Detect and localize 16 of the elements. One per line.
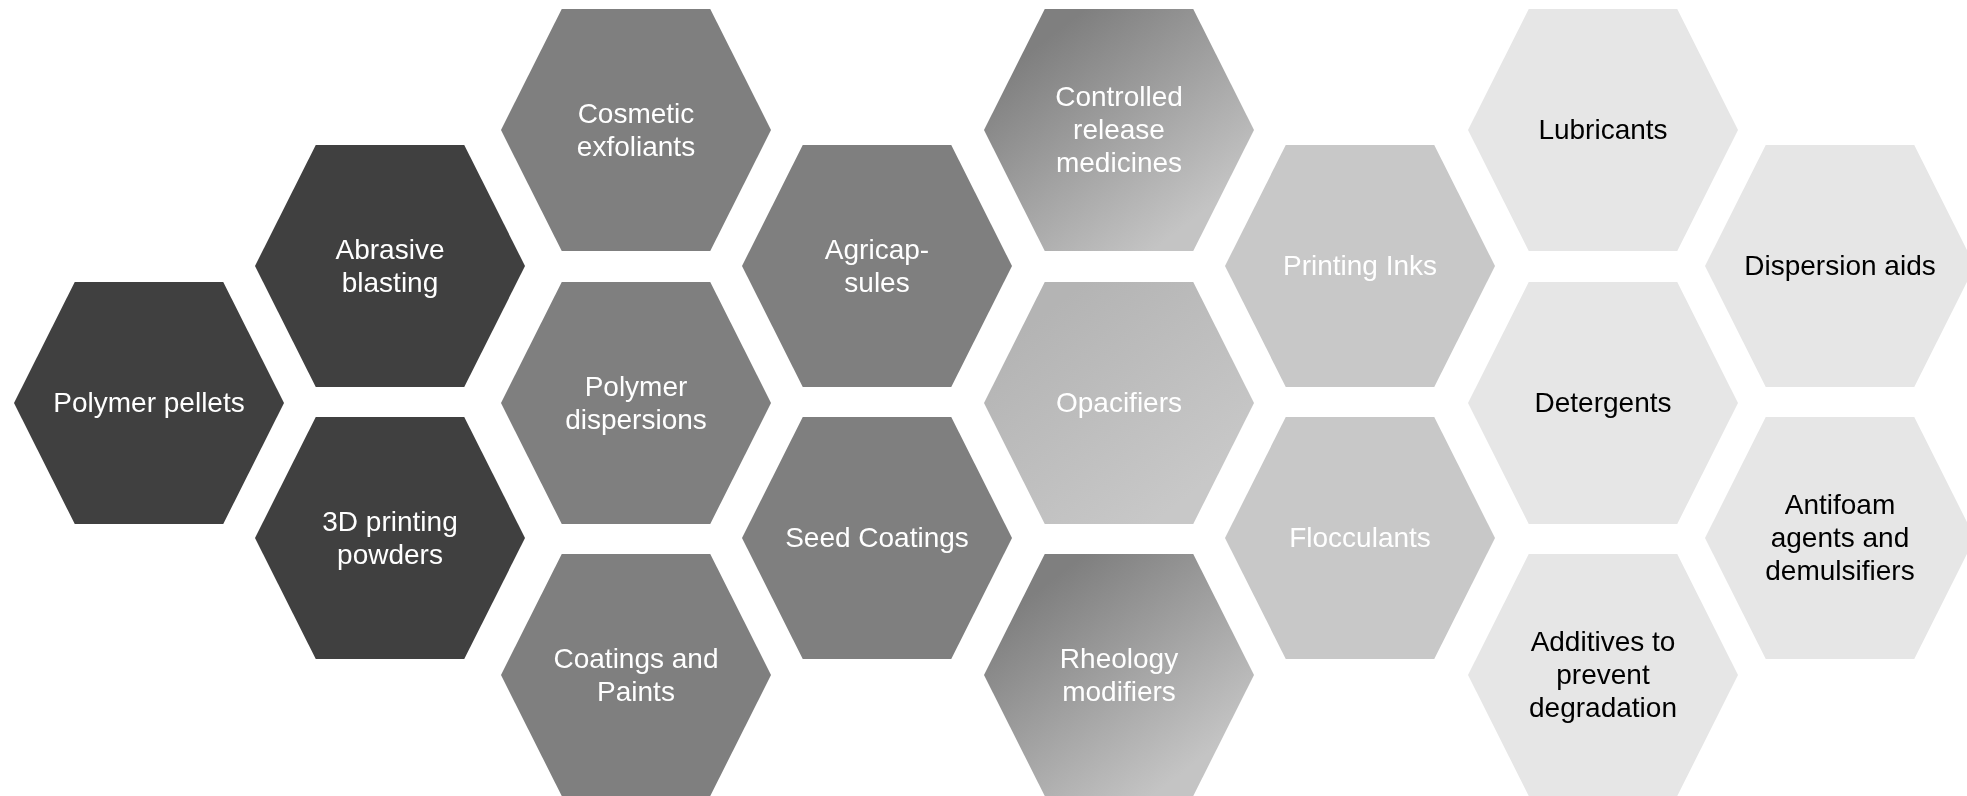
- hexagon-label: Dispersion aids: [1743, 249, 1937, 283]
- hexagon-label: Polymer pellets: [52, 386, 246, 420]
- hexagon-label: 3D printing powders: [321, 504, 459, 572]
- hexagon-label: Controlled release medicines: [1054, 80, 1184, 180]
- hexagon-label: Opacifiers: [1054, 386, 1183, 420]
- hexagon-label: Agricap-sules: [823, 232, 931, 300]
- hexagon-label: Lubricants: [1537, 113, 1669, 147]
- hexagon-label: Coatings and Paints: [552, 641, 720, 709]
- hexagon-label: Rheology modifiers: [1058, 641, 1180, 709]
- hexagon-label: Abrasive blasting: [334, 232, 446, 300]
- hexagon-label: Cosmetic exfoliants: [575, 96, 697, 164]
- hexagon-label: Polymer dispersions: [564, 369, 708, 437]
- hexagon-label: Detergents: [1533, 386, 1673, 420]
- hexagon-label: Seed Coatings: [784, 521, 970, 555]
- hexagon-label: Additives to prevent degradation: [1528, 625, 1678, 725]
- hexagon-label: Antifoam agents and demulsifiers: [1764, 488, 1916, 588]
